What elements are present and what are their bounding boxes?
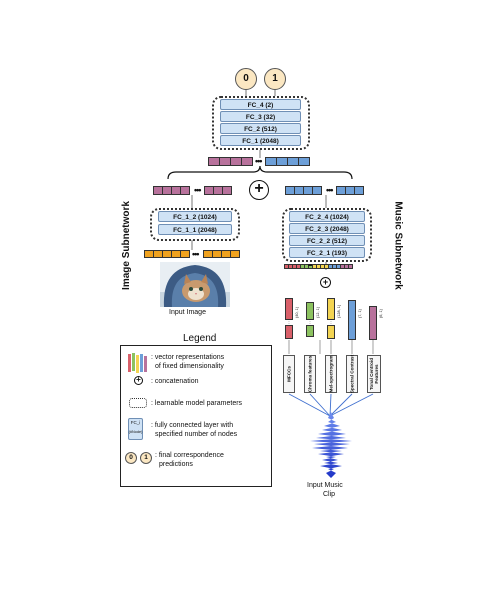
chroma-dim: (12, 1) xyxy=(316,307,320,318)
legend-box xyxy=(120,345,272,487)
legend-concatenation-text: : concatenation xyxy=(151,378,199,385)
input-image-label: Input Image xyxy=(169,309,206,316)
image-embedding-vector-2 xyxy=(204,186,232,195)
legend-prediction-text: : final correspondence predictions xyxy=(155,452,224,468)
spectral-contrast-feature-box: Spectral Contrast xyxy=(346,355,358,393)
tonal-centroid-feature-box: Tonal Centroid Features xyxy=(367,355,381,393)
joint-vector-blue xyxy=(265,157,310,166)
fc-4-layer: FC_4 (2) xyxy=(220,99,301,110)
music-waveform xyxy=(310,412,352,478)
image-embedding-ellipsis: ••• xyxy=(194,185,202,195)
image-learnable-box xyxy=(150,208,240,241)
legend-prediction-0-icon: 0 xyxy=(125,452,137,464)
music-concatenation-symbol: + xyxy=(320,277,331,288)
image-feature-vector xyxy=(144,250,190,258)
legend-concatenation-icon: + xyxy=(134,376,143,385)
joint-vector-ellipsis: ••• xyxy=(255,156,263,166)
mfcc-feature-box: MFCCs xyxy=(283,355,295,393)
fc-2-1-layer: FC_2_1 (193) xyxy=(289,247,365,258)
fc-1-1-layer: FC_1_1 (2048) xyxy=(158,224,232,235)
legend-fc-icon xyxy=(128,418,143,440)
image-subnetwork-title: Image Subnetwork xyxy=(120,201,132,290)
prediction-0-label: 0 xyxy=(243,73,249,84)
fc-2-layer: FC_2 (512) xyxy=(220,123,301,134)
legend-title: Legend xyxy=(183,333,217,344)
music-embedding-vector-2 xyxy=(336,186,364,195)
legend-fc-icon-label-2: (#Node) xyxy=(128,430,143,434)
mel-feature-box: Mel-spectrogram xyxy=(325,355,337,393)
legend-learnable-text: : learnable model parameters xyxy=(151,400,243,407)
fc-2-3-layer: FC_2_3 (2048) xyxy=(289,223,365,234)
fc-2-4-layer: FC_2_4 (1024) xyxy=(289,211,365,222)
image-feature-vector-2 xyxy=(203,250,240,258)
legend-prediction-1-icon: 1 xyxy=(140,452,152,464)
input-music-label-line1: Input Music xyxy=(307,482,343,489)
joint-learnable-box xyxy=(212,96,310,150)
spectral-contrast-vector xyxy=(348,300,356,340)
music-embedding-vector xyxy=(285,186,322,195)
prediction-1-label: 1 xyxy=(272,73,278,84)
chroma-vector: ⋮ xyxy=(306,302,314,337)
joint-vector-purple xyxy=(208,157,253,166)
prediction-1-circle: 1 xyxy=(264,68,286,90)
legend-vector-text: : vector representations of fixed dimens… xyxy=(151,354,225,370)
prediction-0-circle: 0 xyxy=(235,68,257,90)
legend-fc-text: : fully connected layer with specified n… xyxy=(151,422,238,438)
tonal-centroid-dim: (6, 1) xyxy=(379,309,383,318)
music-subnetwork-title: Music Subnetwork xyxy=(392,201,404,290)
music-learnable-box xyxy=(282,208,372,262)
fc-3-layer: FC_3 (32) xyxy=(220,111,301,122)
input-music-label-line2: Clip xyxy=(323,491,336,498)
input-image xyxy=(160,262,230,307)
legend-learnable-icon xyxy=(129,398,147,408)
mel-dim: (128, 1) xyxy=(337,304,341,318)
music-embedding-ellipsis: ••• xyxy=(326,185,334,195)
music-concat-ellipsis: ••• xyxy=(308,263,312,269)
image-embedding-vector xyxy=(153,186,190,195)
mfcc-dim: (40, 1) xyxy=(295,307,299,318)
vector-representation-icon xyxy=(128,353,147,373)
image-feature-ellipsis: ••• xyxy=(192,249,200,259)
fc-1-layer: FC_1 (2048) xyxy=(220,135,301,146)
spectral-contrast-dim: (7, 1) xyxy=(358,309,362,318)
chroma-feature-box: Chroma features xyxy=(304,355,316,393)
mel-vector: ⋮ xyxy=(327,298,335,339)
fc-2-2-layer: FC_2_2 (512) xyxy=(289,235,365,246)
tonal-centroid-vector xyxy=(369,306,377,340)
legend-fc-icon-label-1: FC_i xyxy=(130,420,141,425)
music-concat-feature-vector xyxy=(284,264,353,269)
mfcc-vector: ⋮ xyxy=(285,298,293,339)
concatenation-symbol: + xyxy=(249,180,269,200)
fc-1-2-layer: FC_1_2 (1024) xyxy=(158,211,232,222)
